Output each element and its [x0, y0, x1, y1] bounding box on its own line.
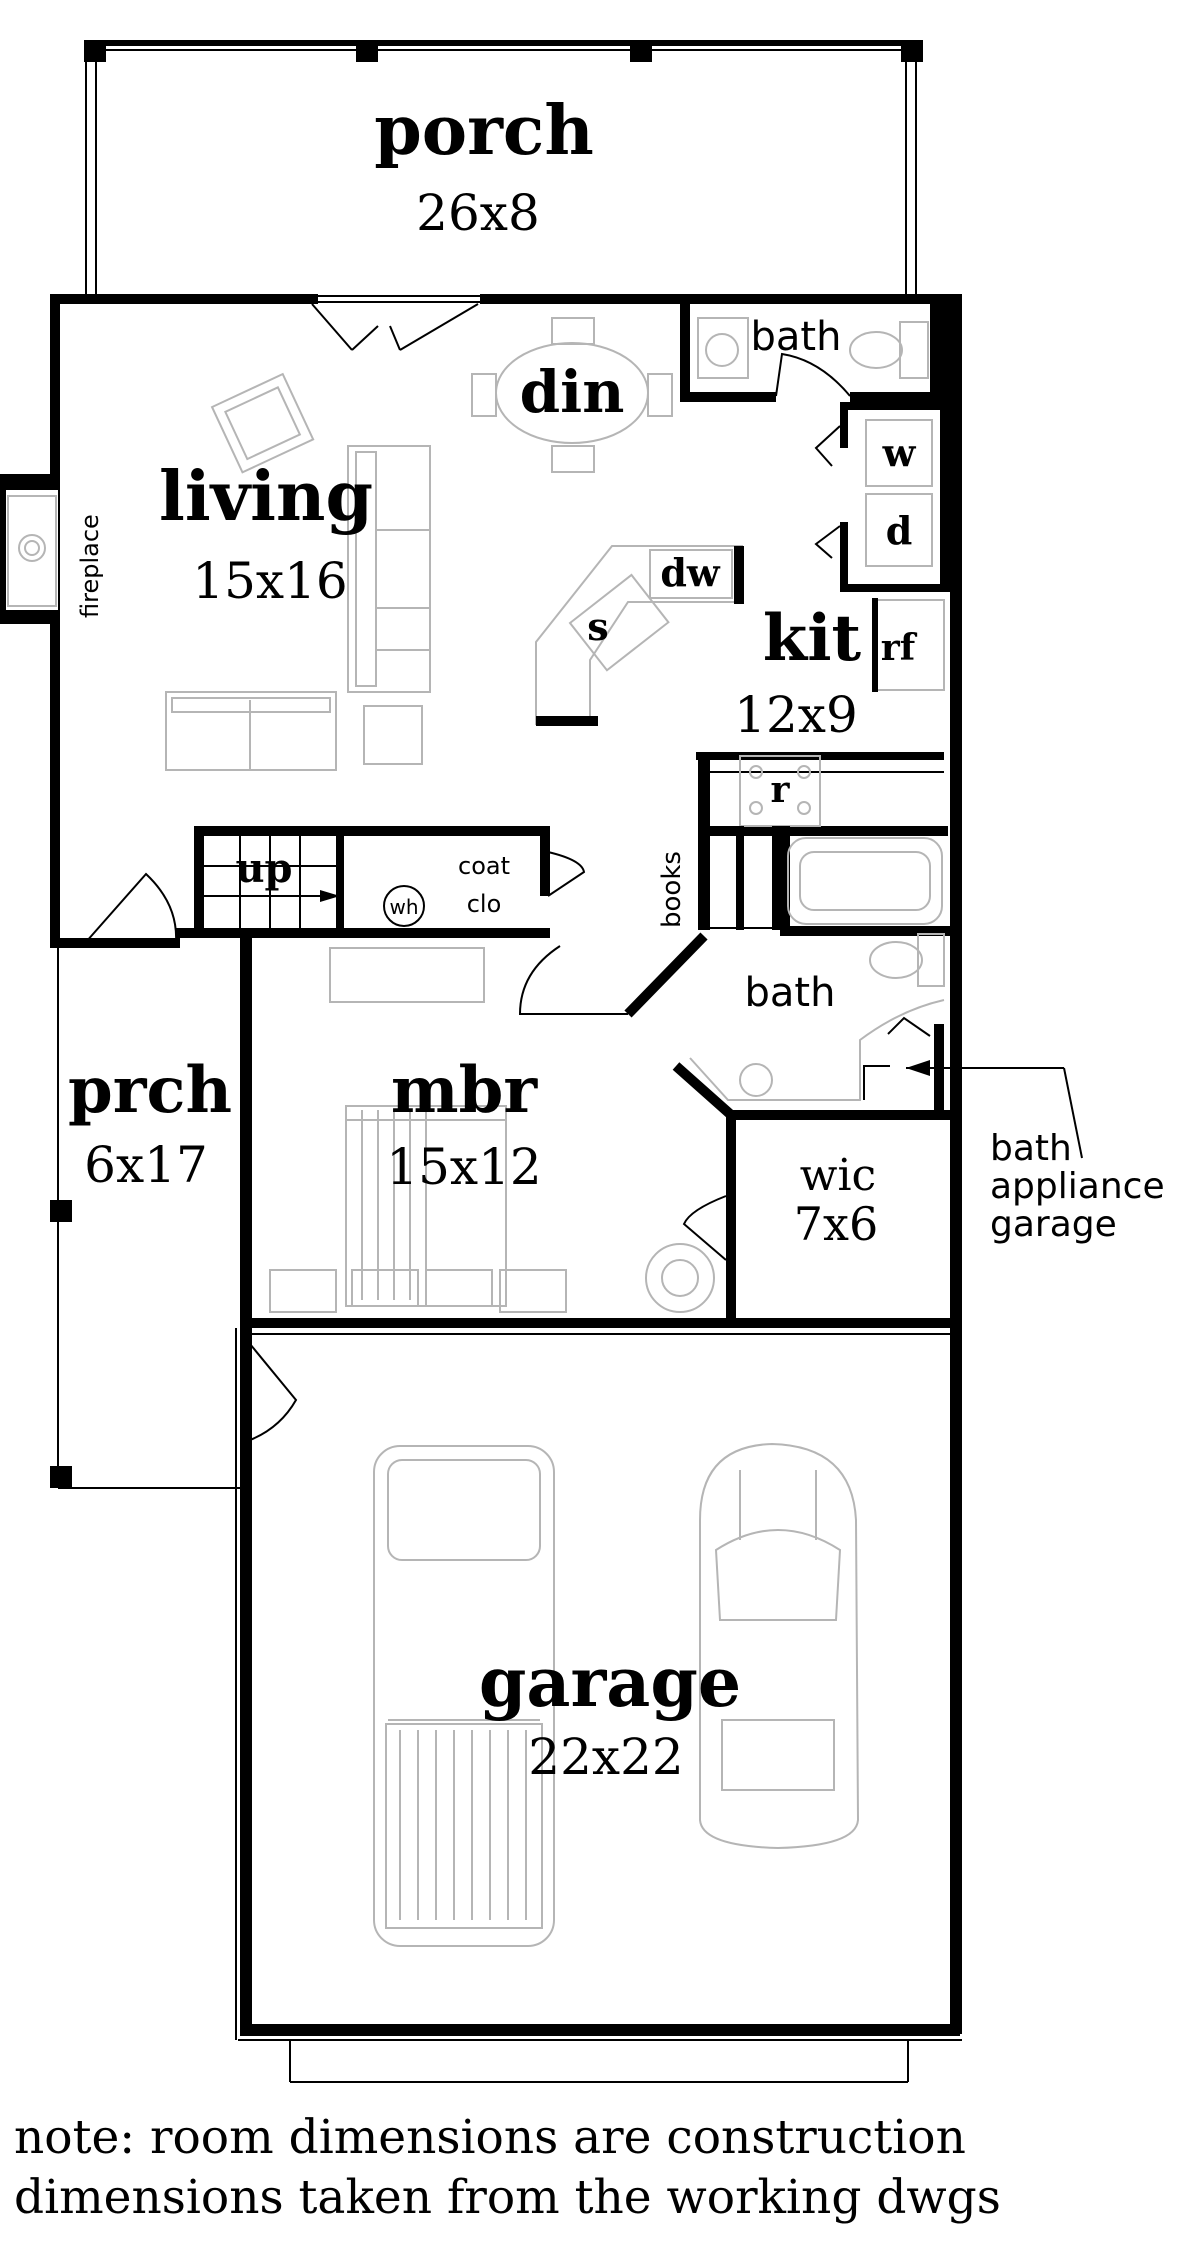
laundry: w d: [814, 402, 950, 592]
kit-name: kit: [763, 601, 862, 676]
living-room: living 15x16: [159, 303, 479, 771]
garage-dimensions: 22x22: [528, 1728, 683, 1786]
garage: garage 22x22: [373, 1442, 860, 1947]
mbr-name: mbr: [391, 1053, 538, 1128]
washer-label: w: [882, 430, 917, 475]
bookshelf: books: [657, 826, 780, 930]
range-label: r: [771, 769, 791, 811]
sink-label: s: [587, 604, 608, 649]
prch-dimensions: 6x17: [84, 1136, 208, 1194]
wic-name: wic: [800, 1150, 876, 1201]
dining-area: din: [471, 317, 673, 473]
exterior-walls: [50, 294, 962, 2083]
dishwasher-label: dw: [660, 550, 721, 595]
bath-appliance-garage-callout: bath appliance garage: [906, 1060, 1165, 1245]
master-bedroom: mbr 15x12 wic 7x6: [240, 938, 962, 1441]
wic-dimensions: 7x6: [794, 1197, 878, 1251]
floor-plan: porch 26x8 fireplace: [0, 40, 1165, 2083]
half-bath-name: bath: [751, 314, 842, 360]
washer-box: [865, 419, 933, 487]
living-name: living: [159, 457, 373, 537]
side-porch: prch 6x17: [50, 948, 244, 1489]
refrigerator-label: rf: [881, 627, 918, 669]
garage-name: garage: [479, 1643, 741, 1723]
stairs-label: up: [235, 845, 292, 892]
callout-line2: appliance: [990, 1166, 1165, 1207]
fireplace-label: fireplace: [76, 514, 104, 618]
front-porch: porch 26x8: [84, 40, 923, 295]
mbr-dimensions: 15x12: [386, 1138, 541, 1196]
master-bath-name: bath: [745, 970, 836, 1016]
construction-note: note: room dimensions are construction d…: [14, 2108, 1194, 2228]
coat-closet-line1: coat: [458, 852, 510, 880]
kit-dimensions: 12x9: [734, 686, 858, 744]
kitchen: dw s rf r kit 12x9: [535, 545, 948, 836]
living-dimensions: 15x16: [192, 552, 347, 610]
note-line-2: dimensions taken from the working dwgs: [14, 2170, 1001, 2225]
stairs-and-closet: up wh coat clo: [50, 826, 586, 948]
truck-outline: [373, 1445, 555, 1947]
books-label: books: [657, 851, 687, 928]
prch-name: prch: [68, 1053, 232, 1128]
callout-line3: garage: [990, 1204, 1117, 1245]
note-line-1: note: room dimensions are construction: [14, 2110, 966, 2165]
fireplace: fireplace: [0, 474, 104, 624]
half-bath: bath: [680, 294, 940, 402]
callout-line1: bath: [990, 1128, 1072, 1169]
dryer-box: [865, 493, 933, 567]
car-outline: [699, 1442, 860, 1850]
porch-dimensions: 26x8: [416, 184, 540, 242]
dryer-label: d: [886, 508, 913, 553]
water-heater-label: wh: [389, 895, 418, 919]
coat-closet-line2: clo: [467, 890, 502, 918]
din-name: din: [520, 358, 625, 426]
porch-name: porch: [374, 91, 594, 171]
